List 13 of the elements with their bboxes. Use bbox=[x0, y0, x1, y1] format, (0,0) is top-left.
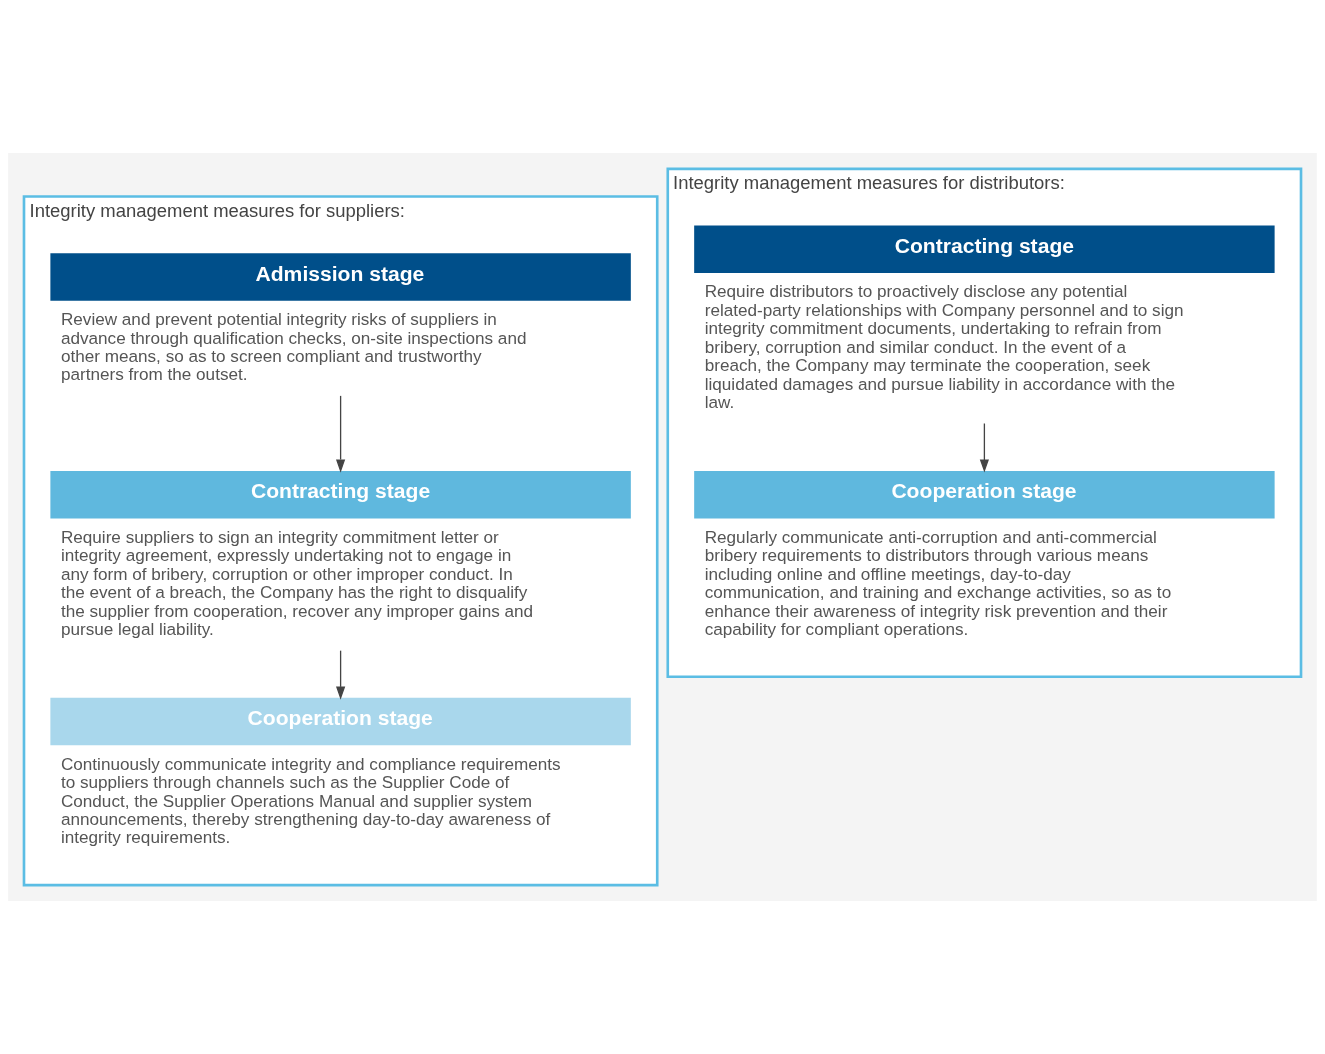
node-box: Contracting stage bbox=[50, 470, 631, 519]
node-label: Continuously communicate integrity and compliance requirements to suppliers through channels such as the Supplier Code of Conduct, the Supplier Operations Manual and supplier system announcements, thereby strengthening day-to-day awareness of integrity requirements. bbox=[60, 753, 561, 848]
node-label: Require distributors to proactively disclose any potential related-party relationships with Company personnel and to sign integrity commitment documents, undertaking to refrain from bribery, corruption and similar conduct. In the event of a breach, the Company may terminate the cooperation, seek liquidated damages and pursue liability in accordance with the law. bbox=[704, 281, 1184, 413]
node-label: Review and prevent potential integrity risks of suppliers in advance through qualification checks, on-site inspections and other means, so as to screen compliant and trustworthy partners from the outset. bbox=[60, 309, 527, 385]
node-box: Cooperation stage bbox=[694, 470, 1275, 519]
arrow bbox=[336, 650, 346, 700]
node-box: Cooperation stage bbox=[50, 697, 631, 746]
arrow bbox=[979, 422, 989, 473]
node-label: Require suppliers to sign an integrity commitment letter or integrity agreement, expressly undertaking not to engage in any form of bribery, corruption or other improper conduct. In the event of a breach, the Company has the right to disqualify the supplier from cooperation, recover any improper gains and pursue legal liability. bbox=[60, 526, 534, 640]
node-box: Admission stage bbox=[50, 253, 631, 301]
node-label: Regularly communicate anti-corruption and anti-commercial bribery requirements to distributors through various means including online and offline meetings, day-to-day communication, and training and exchange activities, so as to enhance their awareness of integrity risk prevention and their capability for compliant operations. bbox=[704, 526, 1172, 640]
arrow bbox=[336, 395, 346, 473]
node-box: Contracting stage bbox=[694, 225, 1275, 274]
